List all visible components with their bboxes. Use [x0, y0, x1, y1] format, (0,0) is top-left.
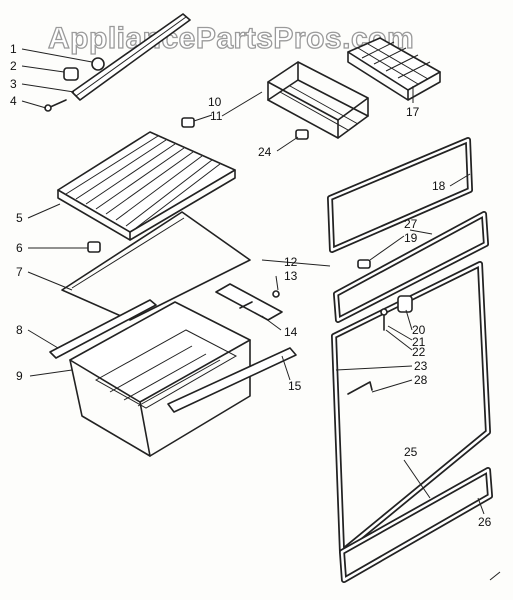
shelf-clip-right	[295, 129, 309, 140]
callout-13: 13	[284, 269, 298, 283]
fresh-food-door-gasket	[331, 261, 491, 555]
callout-26: 26	[478, 515, 492, 529]
callout-19: 19	[404, 231, 418, 245]
control-knob	[44, 57, 105, 112]
callout-27: 27	[404, 217, 418, 231]
top-trim-strip	[71, 13, 191, 101]
callout-18: 18	[432, 179, 446, 193]
callout-10: 10	[208, 95, 222, 109]
callout-7: 7	[16, 265, 23, 279]
callout-labels: 1 2 3 4 5 6 7 8 9 10 11 12 13 14 15 17 1…	[10, 42, 492, 529]
wire-shelf-main	[57, 131, 236, 241]
callout-2: 2	[10, 59, 17, 73]
callout-24: 24	[258, 145, 272, 159]
callout-5: 5	[16, 211, 23, 225]
leader-lines	[21, 48, 485, 515]
callout-4: 4	[10, 94, 17, 108]
shelf-clip	[181, 117, 195, 128]
wire-shelf-small	[267, 61, 369, 139]
door-stop	[357, 259, 371, 269]
fresh-food-door-bottom	[339, 467, 493, 583]
ice-tray	[347, 37, 441, 101]
callout-8: 8	[16, 323, 23, 337]
callout-15: 15	[288, 379, 302, 393]
crisper-drawer	[69, 301, 251, 457]
callout-21: 21	[412, 335, 426, 349]
freezer-door-rail	[333, 211, 489, 323]
callout-11: 11	[210, 109, 223, 123]
callout-28: 28	[414, 373, 428, 387]
callout-1: 1	[10, 42, 17, 56]
callout-3: 3	[10, 77, 17, 91]
callout-23: 23	[414, 359, 428, 373]
watermark: AppliancePartsPros.com	[48, 22, 414, 55]
callout-20: 20	[412, 323, 426, 337]
callout-9: 9	[16, 369, 23, 383]
crisper-clip	[87, 241, 101, 253]
freezer-door-gasket	[327, 137, 473, 253]
callout-25: 25	[404, 445, 418, 459]
crisper-trim	[49, 299, 157, 359]
drawer-rail	[167, 347, 297, 413]
callout-17: 17	[406, 105, 420, 119]
callout-14: 14	[284, 325, 298, 339]
corner-mark	[489, 571, 501, 581]
crisper-cover-glass	[61, 211, 251, 321]
callout-22: 22	[412, 345, 426, 359]
cover-support-bracket	[215, 283, 283, 321]
door-handle-clip	[347, 381, 373, 395]
callout-6: 6	[16, 241, 23, 255]
callout-12: 12	[284, 255, 298, 269]
door-hinge	[380, 295, 413, 331]
